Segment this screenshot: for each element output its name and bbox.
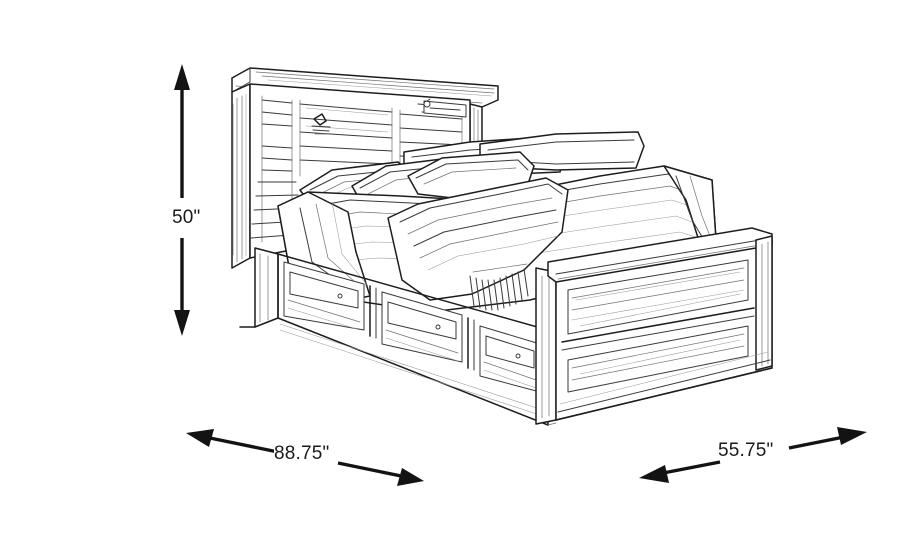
width-dimension-label: 55.75" <box>718 440 774 461</box>
storage-drawer-3 <box>479 325 541 393</box>
throw-blanket <box>387 177 569 311</box>
length-dimension-arrow <box>186 429 424 486</box>
storage-drawer-1 <box>283 261 365 331</box>
headboard-shelf-right <box>423 100 467 118</box>
height-dimension-label: 50" <box>172 207 201 228</box>
length-dimension-label: 88.75" <box>274 443 330 464</box>
footboard <box>535 227 773 425</box>
footboard-panel-lower <box>567 325 749 393</box>
storage-drawer-2 <box>381 291 463 363</box>
blanket-fringe <box>469 263 529 311</box>
bed-illustration <box>231 67 773 426</box>
width-dimension-arrow <box>639 427 867 483</box>
side-rail-storage <box>254 247 549 426</box>
headboard-decor-object-2 <box>423 98 431 108</box>
height-dimension-arrow <box>174 64 190 336</box>
headboard-decor-object <box>311 113 331 135</box>
